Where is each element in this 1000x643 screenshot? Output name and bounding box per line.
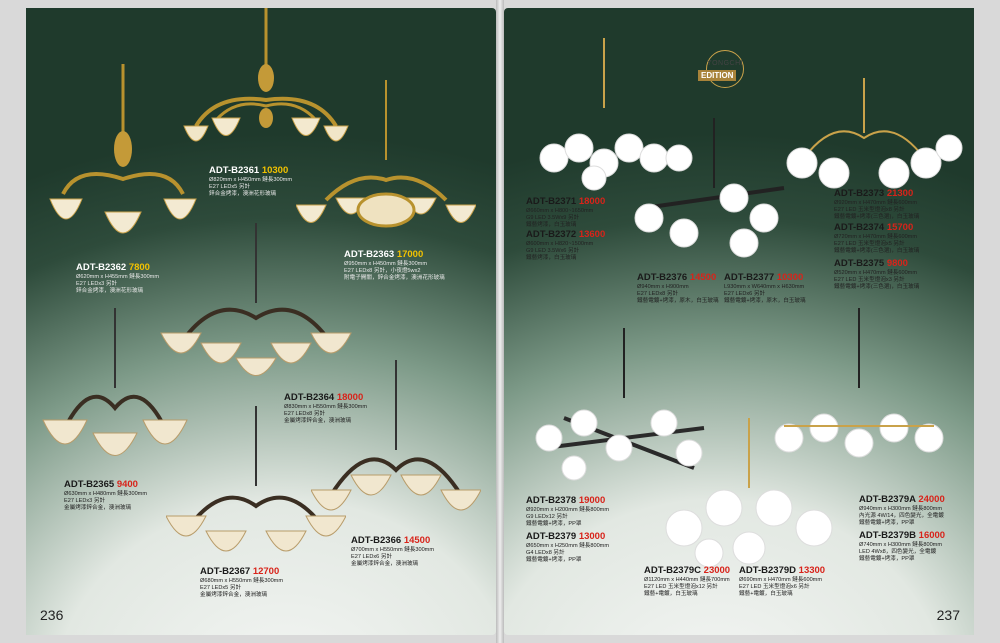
left-page: ADT-B2361 10300 Ø820mm x H450mm 鏈長300mm … bbox=[26, 8, 496, 635]
product-b2362: ADT-B2362 7800 Ø620mm x H455mm 鏈長300mm E… bbox=[76, 262, 159, 294]
chandelier-b2378-image bbox=[535, 328, 705, 481]
page-number-left: 236 bbox=[40, 607, 64, 623]
chandelier-b2361-image bbox=[183, 8, 349, 142]
chandelier-b2371-image bbox=[539, 38, 693, 191]
chandelier-b2362-image bbox=[49, 64, 197, 234]
product-b2379d: ADT-B2379D 13300 Ø690mm x H470mm 鏈長600mm… bbox=[739, 565, 826, 597]
chandelier-b2365-image bbox=[42, 308, 188, 456]
product-b2379a: ADT-B2379A 24000 Ø940mm x H300mm 鏈長800mm… bbox=[859, 494, 945, 526]
chandelier-b2373-image bbox=[786, 78, 963, 189]
chandelier-b2367-image bbox=[166, 406, 346, 552]
brand-logo: YONGCHI EDITION bbox=[698, 50, 750, 90]
chandelier-b2379a-image bbox=[774, 308, 944, 458]
chandelier-b2376-image bbox=[634, 118, 785, 258]
chandelier-b2366-image bbox=[311, 360, 481, 511]
book-spine bbox=[496, 0, 504, 643]
chandelier-b2379c-image bbox=[665, 418, 833, 568]
chandelier-b2363-image bbox=[296, 80, 476, 228]
product-b2377: ADT-B2377 10300 L930mm x W640mm x H630mm… bbox=[724, 272, 806, 304]
product-b2361: ADT-B2361 10300 Ø820mm x H450mm 鏈長300mm … bbox=[209, 165, 292, 197]
product-b2371: ADT-B2371 18000 Ø660mm x H800~1650mm G9 … bbox=[526, 196, 606, 228]
product-b2364: ADT-B2364 18000 Ø830mm x H550mm 鏈長300mm … bbox=[284, 392, 367, 424]
product-b2376: ADT-B2376 14500 Ø940mm x H900mm E27 LEDx… bbox=[637, 272, 719, 304]
product-b2375: ADT-B2375 9800 Ø520mm x H470mm 鏈長600mm E… bbox=[834, 258, 920, 290]
product-b2378: ADT-B2378 19000 Ø920mm x H200mm 鏈長800mm … bbox=[526, 495, 609, 527]
product-b2365: ADT-B2365 9400 Ø630mm x H480mm 鏈長300mm E… bbox=[64, 479, 147, 511]
product-b2373: ADT-B2373 21300 Ø920mm x H470mm 鏈長600mm … bbox=[834, 188, 920, 220]
right-page: YONGCHI EDITION bbox=[504, 8, 974, 635]
product-b2379c: ADT-B2379C 23000 Ø1120mm x H440mm 鏈長700m… bbox=[644, 565, 731, 597]
product-b2372: ADT-B2372 13600 Ø600mm x H820~1500mm G9 … bbox=[526, 229, 606, 261]
product-b2379: ADT-B2379 13000 Ø650mm x H250mm 鏈長800mm … bbox=[526, 531, 609, 563]
page-number-right: 237 bbox=[936, 607, 960, 623]
product-b2367: ADT-B2367 12700 Ø680mm x H550mm 鏈長300mm … bbox=[200, 566, 283, 598]
chandelier-b2364-image bbox=[160, 223, 352, 376]
product-b2366: ADT-B2366 14500 Ø700mm x H550mm 鏈長300mm … bbox=[351, 535, 434, 567]
product-b2363: ADT-B2363 17000 Ø950mm x H450mm 鏈長300mm … bbox=[344, 249, 445, 281]
product-b2379b: ADT-B2379B 16000 Ø740mm x H300mm 鏈長800mm… bbox=[859, 530, 946, 562]
product-b2374: ADT-B2374 15700 Ø720mm x H470mm 鏈長600mm … bbox=[834, 222, 920, 254]
